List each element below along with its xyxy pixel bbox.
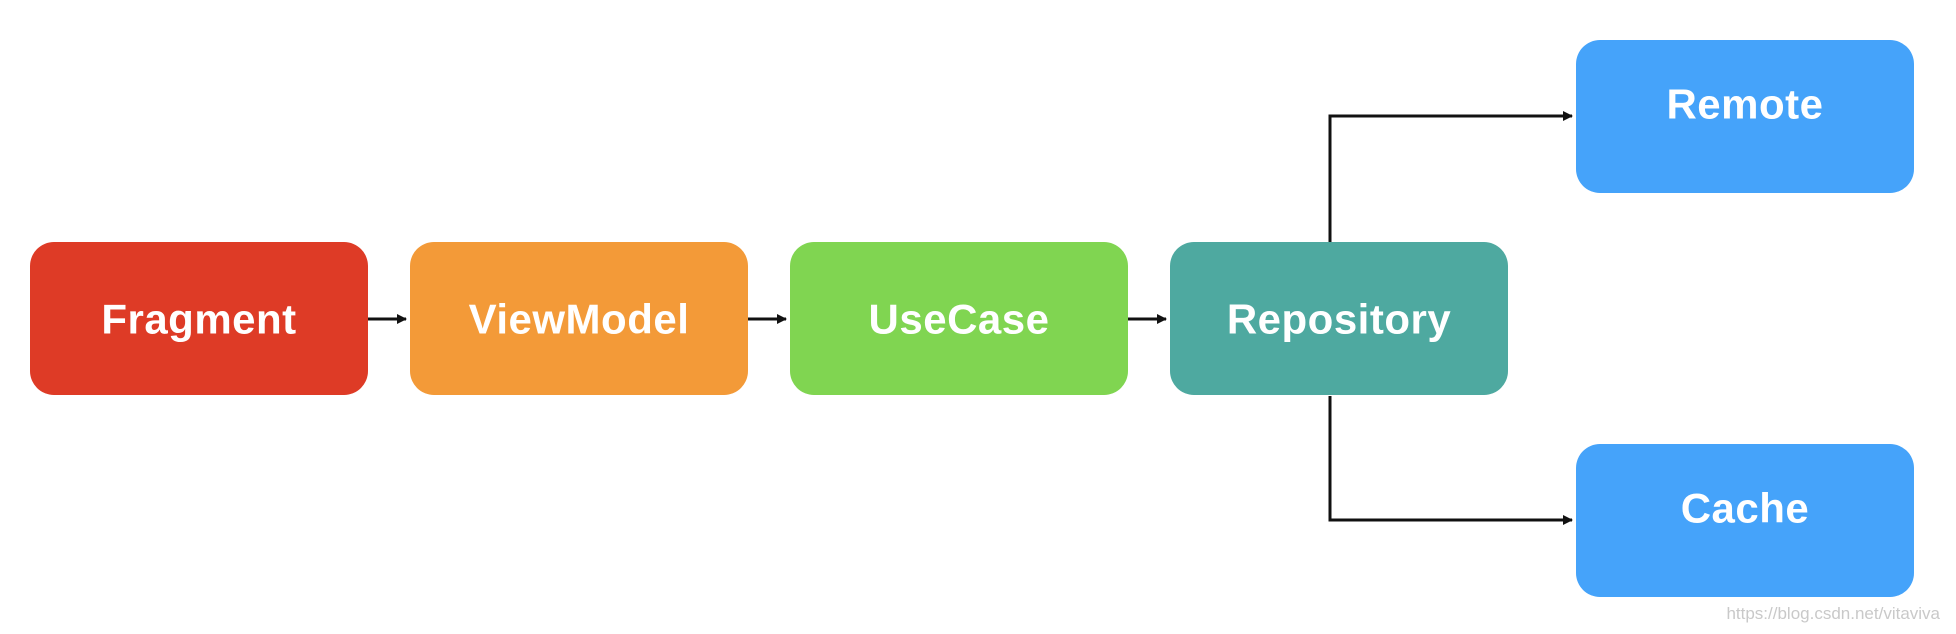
edge-repository-cache — [1328, 396, 1573, 525]
node-repository-box — [1170, 242, 1508, 395]
node-fragment: Fragment — [30, 242, 368, 395]
edge-repository-remote — [1328, 111, 1573, 242]
node-repository-label: Repository — [1227, 296, 1452, 343]
node-viewmodel-box — [410, 242, 748, 395]
node-usecase: UseCase — [790, 242, 1128, 395]
node-cache-label: Cache — [1681, 485, 1810, 532]
node-cache-box — [1576, 444, 1914, 597]
node-viewmodel-label: ViewModel — [469, 296, 690, 343]
node-remote-box — [1576, 40, 1914, 193]
watermark-text: https://blog.csdn.net/vitaviva — [1726, 604, 1940, 623]
node-viewmodel: ViewModel — [410, 242, 748, 395]
edges — [367, 111, 1573, 525]
node-usecase-label: UseCase — [869, 296, 1050, 343]
node-usecase-box — [790, 242, 1128, 395]
node-cache: Cache — [1576, 444, 1914, 597]
node-repository: Repository — [1170, 242, 1508, 395]
node-remote-label: Remote — [1666, 81, 1823, 128]
node-fragment-label: Fragment — [101, 296, 296, 343]
node-fragment-box — [30, 242, 368, 395]
node-remote: Remote — [1576, 40, 1914, 193]
